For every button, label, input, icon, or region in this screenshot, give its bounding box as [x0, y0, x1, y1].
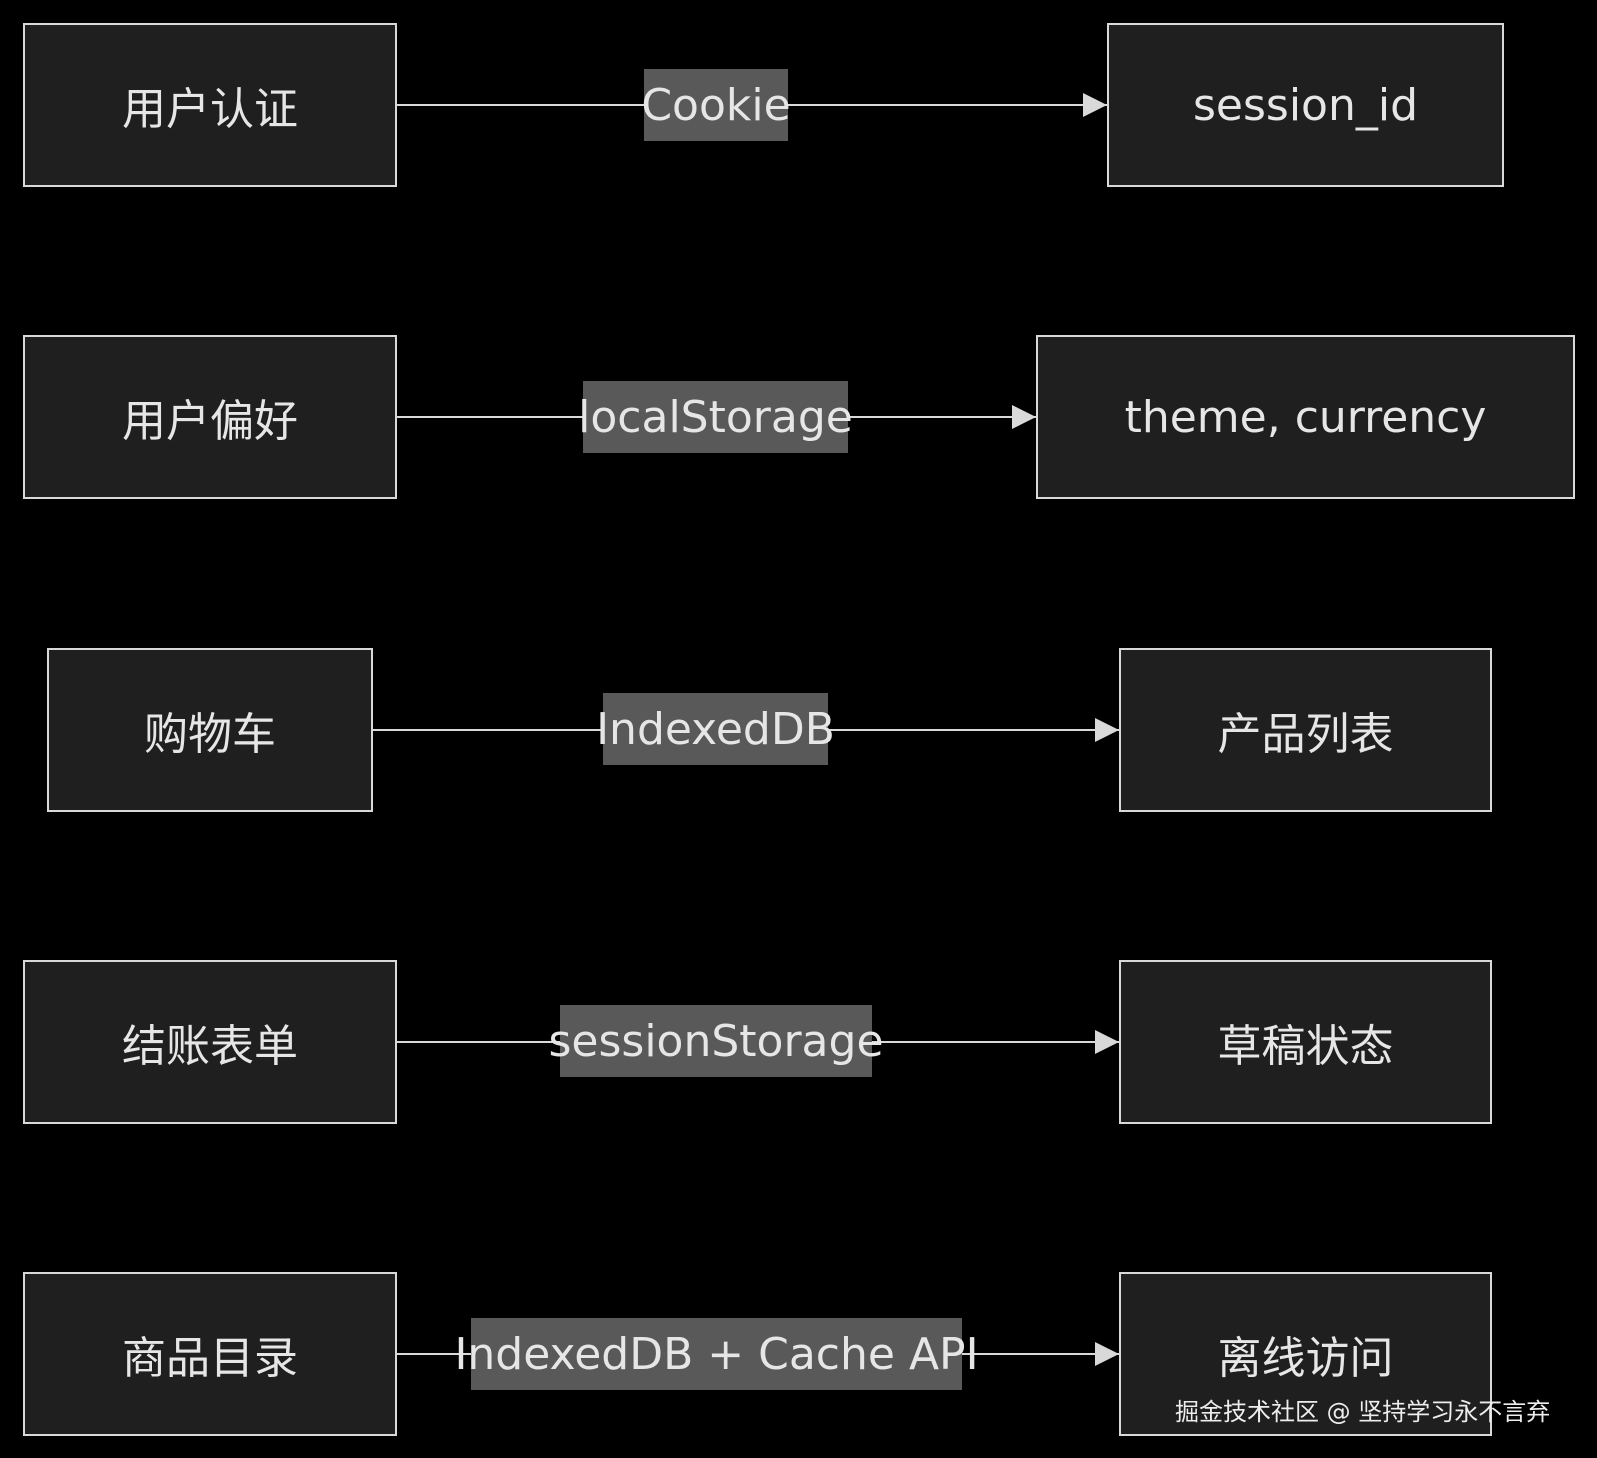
- source-node-preferences: 用户偏好: [23, 335, 397, 499]
- source-node-auth: 用户认证: [23, 23, 397, 187]
- arrowhead-catalog: [1095, 1342, 1119, 1366]
- arrowhead-cart: [1095, 718, 1119, 742]
- target-node-auth: session_id: [1107, 23, 1504, 187]
- edge-label-catalog: IndexedDB + Cache API: [454, 1318, 979, 1390]
- source-node-catalog: 商品目录: [23, 1272, 397, 1436]
- edge-label-preferences: localStorage: [578, 381, 853, 453]
- target-node-cart: 产品列表: [1119, 648, 1492, 812]
- arrowhead-checkout: [1095, 1030, 1119, 1054]
- arrowhead-auth: [1083, 93, 1107, 117]
- edge-label-cart: IndexedDB: [596, 693, 835, 765]
- watermark-text: 掘金技术社区 @ 坚持学习永不言弃: [1175, 1398, 1551, 1426]
- source-node-cart: 购物车: [47, 648, 373, 812]
- source-node-checkout: 结账表单: [23, 960, 397, 1124]
- edge-label-checkout: sessionStorage: [548, 1005, 884, 1077]
- arrowhead-preferences: [1012, 405, 1036, 429]
- target-node-checkout: 草稿状态: [1119, 960, 1492, 1124]
- edge-label-auth: Cookie: [641, 69, 791, 141]
- target-node-preferences: theme, currency: [1036, 335, 1575, 499]
- target-node-catalog: 离线访问: [1119, 1272, 1492, 1436]
